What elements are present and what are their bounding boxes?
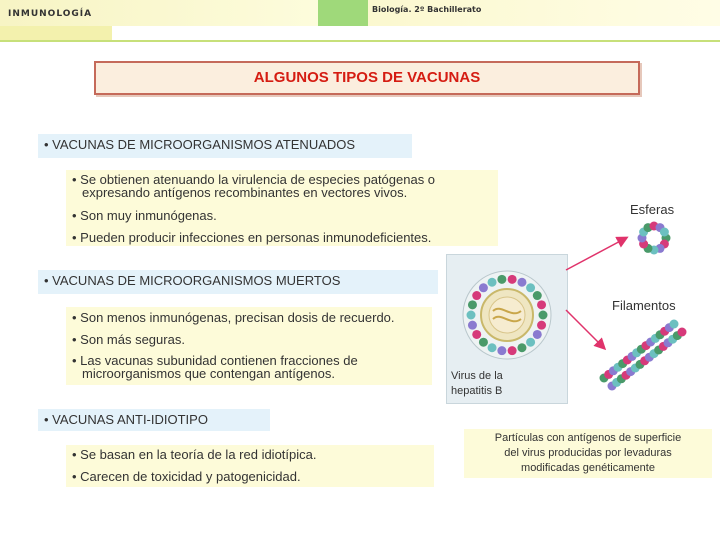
particles-caption-line: modificadas genéticamente [521, 462, 655, 474]
header-subject-bar: INMUNOLOGÍA [0, 0, 318, 26]
section-heading-killed: • VACUNAS DE MICROORGANISMOS MUERTOS [38, 270, 438, 294]
virus-caption: Virus de la hepatitis B [451, 369, 503, 399]
header-divider [0, 40, 720, 42]
slide-title: ALGUNOS TIPOS DE VACUNAS [253, 69, 481, 86]
section-heading-anti-idiotype: • VACUNAS ANTI-IDIOTIPO [38, 409, 270, 431]
particles-caption: Partículas con antígenos de superficie d… [464, 429, 712, 478]
label-spheres: Esferas [630, 202, 675, 217]
filaments-particle [599, 319, 687, 391]
bullet-item: • Pueden producir infecciones en persona… [72, 230, 432, 245]
bullet-box-anti-idiotype: • Se basan en la teoría de la red idiotí… [66, 445, 434, 487]
header-course-bar: Biología. 2º Bachillerato [368, 0, 720, 26]
arrow-to-spheres [565, 236, 629, 271]
bullet-item: • Son muy inmunógenas. [72, 208, 217, 223]
particles-caption-line: del virus producidas por levaduras [504, 447, 672, 459]
virus-image-panel [446, 254, 568, 404]
particles-caption-line: Partículas con antígenos de superficie [494, 432, 682, 444]
spheres-particle [637, 221, 671, 255]
header-subject: INMUNOLOGÍA [8, 9, 93, 19]
particles-diagram [565, 221, 687, 391]
bullet-box-killed: • Son menos inmunógenas, precisan dosis … [66, 307, 432, 385]
label-filaments: Filamentos [612, 298, 676, 313]
bullet-box-attenuated: • Se obtienen atenuando la virulencia de… [66, 170, 498, 246]
bullet-item: • Carecen de toxicidad y patogenicidad. [72, 469, 301, 484]
header-course: Biología. 2º Bachillerato [372, 5, 482, 14]
bullet-item-continued: microorganismos que contengan antígenos. [82, 366, 335, 381]
slide-title-box: ALGUNOS TIPOS DE VACUNAS [94, 61, 640, 95]
bullet-item-continued: expresando antígenos recombinantes en ve… [82, 185, 408, 200]
bullet-item: • Se basan en la teoría de la red idiotí… [72, 447, 317, 462]
hepatitis-b-virus-illustration [462, 270, 552, 360]
header-strip-accent [0, 26, 112, 40]
header-strip [0, 26, 720, 40]
bullet-item: • Son menos inmunógenas, precisan dosis … [72, 310, 395, 325]
section-heading-attenuated: • VACUNAS DE MICROORGANISMOS ATENUADOS [38, 134, 412, 158]
header-accent [318, 0, 368, 26]
virus-caption-line: Virus de la [451, 370, 503, 382]
bullet-item: • Las vacunas subunidad contienen fracci… [72, 353, 358, 368]
arrow-to-filaments [565, 309, 607, 351]
bullet-item: • Son más seguras. [72, 332, 185, 347]
virus-caption-line: hepatitis B [451, 385, 503, 397]
bullet-item: • Se obtienen atenuando la virulencia de… [72, 172, 436, 187]
